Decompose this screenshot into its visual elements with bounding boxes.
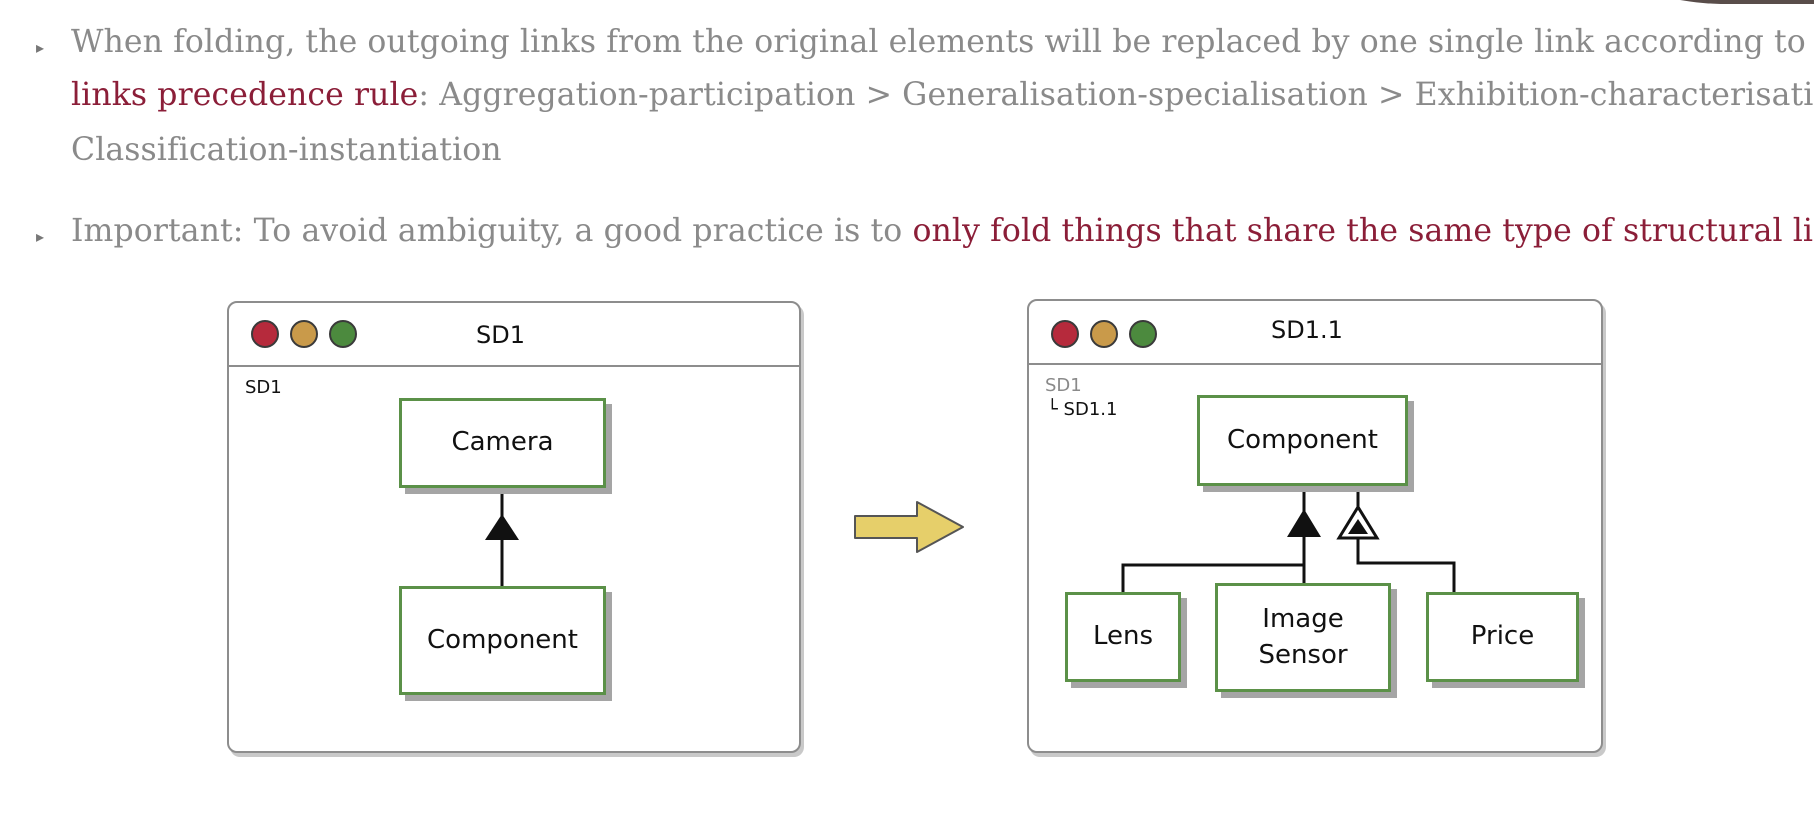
window-titlebar: SD1.1 <box>1029 301 1601 365</box>
thing-label: Component <box>1227 424 1378 455</box>
thing-label: Price <box>1470 621 1535 652</box>
close-dot-icon[interactable] <box>1051 320 1079 348</box>
inner-triangle <box>1348 519 1368 534</box>
exhibition-branch-price <box>1356 537 1456 593</box>
thing-price[interactable]: Price <box>1426 592 1579 682</box>
thing-label: Image Sensor <box>1258 604 1348 670</box>
thing-image-sensor[interactable]: Image Sensor <box>1215 583 1391 692</box>
aggregation-branch-lens <box>1121 563 1304 593</box>
minimize-dot-icon[interactable] <box>290 320 318 348</box>
thing-camera[interactable]: Camera <box>399 398 606 488</box>
breadcrumb-parent: SD1 <box>1045 375 1082 396</box>
filled-triangle-icon <box>1287 509 1321 537</box>
bullet-line: Important: To avoid ambiguity, a good pr… <box>71 213 1814 249</box>
window-titlebar: SD1 <box>229 303 799 367</box>
close-dot-icon[interactable] <box>251 320 279 348</box>
bullet-line: links precedence rule: Aggregation-parti… <box>71 77 1814 113</box>
breadcrumb: SD1 <box>245 377 282 398</box>
triangle-bullet-icon: ▸ <box>36 227 45 246</box>
opd-window-sd1: SD1 SD1 Camera Component <box>227 301 801 753</box>
thing-component[interactable]: Component <box>399 586 606 695</box>
filled-triangle-icon <box>485 514 519 540</box>
bullet-text: When folding, the outgoing links from th… <box>71 24 1814 60</box>
bullet-text: : Aggregation-participation > Generalisa… <box>418 77 1814 113</box>
bullet-line: Classification-instantiation <box>71 132 502 168</box>
highlighted-term: links precedence rule <box>71 77 419 113</box>
bullet-line: When folding, the outgoing links from th… <box>71 24 1814 60</box>
window-title: SD1.1 <box>1271 316 1343 344</box>
thing-label: Lens <box>1092 621 1154 652</box>
minimize-dot-icon[interactable] <box>1090 320 1118 348</box>
presenter-video-corner <box>1644 0 1814 4</box>
triangle-bullet-icon: ▸ <box>36 38 45 57</box>
structural-links <box>1121 482 1456 593</box>
structural-links <box>485 484 519 587</box>
bullet-text: Important: To avoid ambiguity, a good pr… <box>71 213 913 249</box>
opd-window-sd1-1: SD1.1 SD1 └ SD1.1 Component Lens Image S… <box>1027 299 1603 753</box>
thing-lens[interactable]: Lens <box>1065 592 1181 682</box>
maximize-dot-icon[interactable] <box>329 320 357 348</box>
thing-label: Camera <box>451 427 554 458</box>
window-title: SD1 <box>476 321 525 349</box>
breadcrumb-child: └ SD1.1 <box>1047 399 1118 420</box>
thing-label: Component <box>427 624 578 655</box>
bullet-text: Classification-instantiation <box>71 132 502 168</box>
thing-component[interactable]: Component <box>1197 395 1408 486</box>
right-arrow-icon <box>854 501 964 553</box>
highlighted-phrase: only fold things that share the same typ… <box>912 213 1814 249</box>
maximize-dot-icon[interactable] <box>1129 320 1157 348</box>
